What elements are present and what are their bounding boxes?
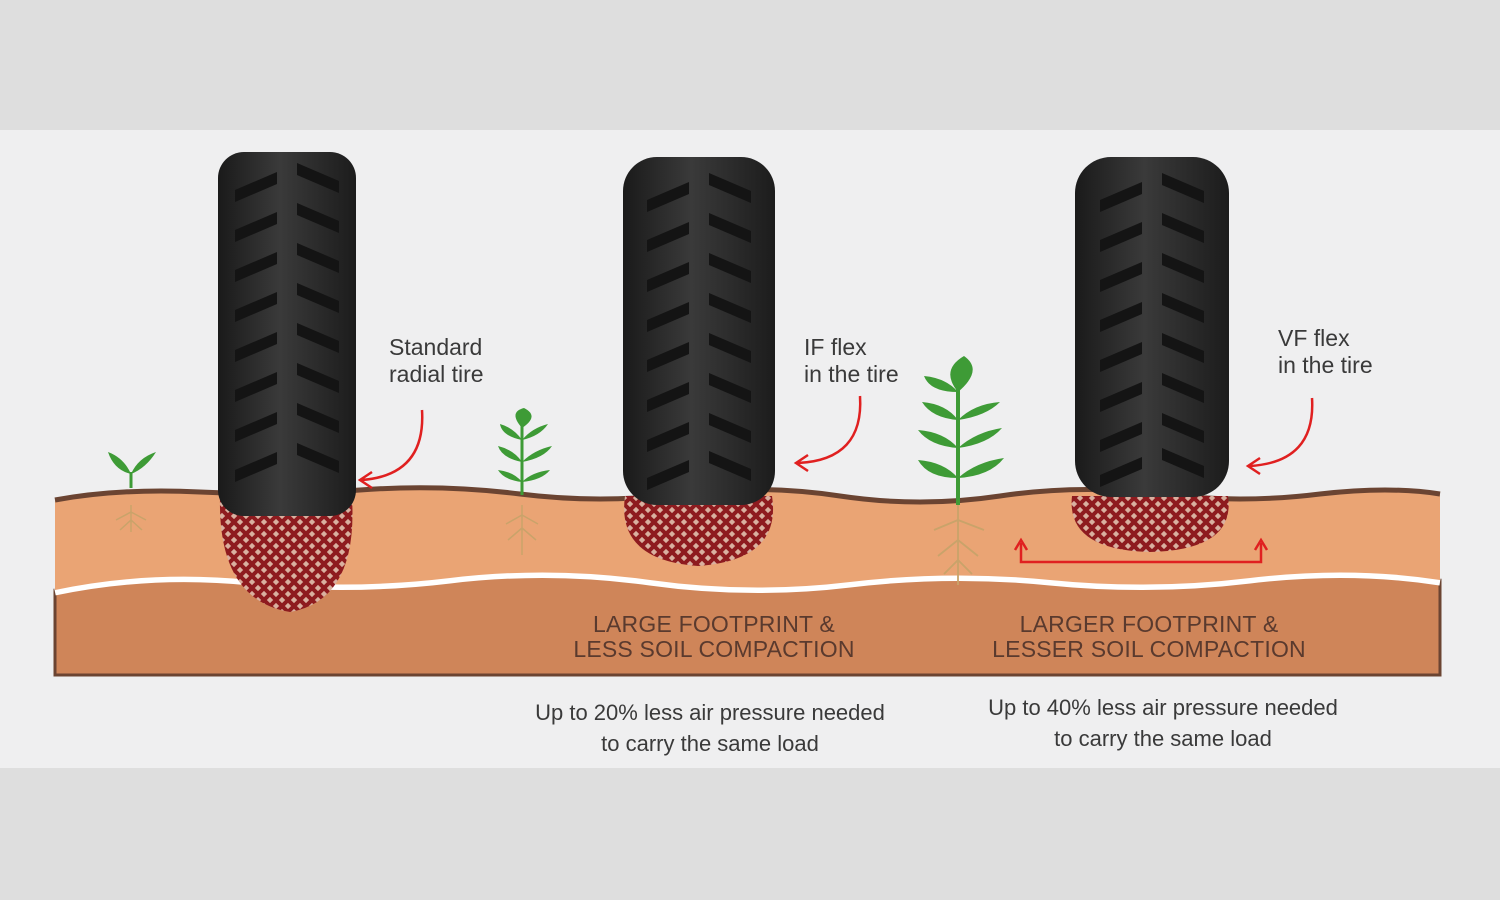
label-if-flex: IF flex in the tire <box>804 334 899 388</box>
compaction-zone-vf <box>1071 496 1229 552</box>
label-line: radial tire <box>389 361 484 387</box>
caption-line: LARGE FOOTPRINT & <box>593 611 835 637</box>
label-line: in the tire <box>1278 352 1373 378</box>
label-standard-radial-tire: Standard radial tire <box>389 334 484 388</box>
if-tire <box>623 157 775 505</box>
caption-line: LESS SOIL COMPACTION <box>573 636 855 662</box>
note-if: Up to 20% less air pressure needed to ca… <box>505 697 915 759</box>
note-line: Up to 40% less air pressure needed <box>988 695 1338 720</box>
arrow-standard <box>357 409 424 490</box>
footprint-width-arrow <box>1013 537 1269 564</box>
arrow-if <box>793 395 862 473</box>
label-vf-flex: VF flex in the tire <box>1278 325 1373 379</box>
caption-vf: LARGER FOOTPRINT & LESSER SOIL COMPACTIO… <box>972 612 1326 662</box>
arrow-vf <box>1245 397 1314 476</box>
vf-tire <box>1075 157 1229 497</box>
label-line: VF flex <box>1278 325 1350 351</box>
note-line: to carry the same load <box>601 731 819 756</box>
caption-line: LESSER SOIL COMPACTION <box>992 636 1306 662</box>
label-line: in the tire <box>804 361 899 387</box>
standard-radial-tire <box>218 152 356 516</box>
note-line: to carry the same load <box>1054 726 1272 751</box>
label-line: IF flex <box>804 334 867 360</box>
seedling-small <box>108 452 156 532</box>
compaction-zone-standard <box>219 498 353 612</box>
caption-if: LARGE FOOTPRINT & LESS SOIL COMPACTION <box>556 612 872 662</box>
note-vf: Up to 40% less air pressure needed to ca… <box>958 692 1368 754</box>
label-line: Standard <box>389 334 483 360</box>
plant-large <box>918 356 1004 585</box>
caption-line: LARGER FOOTPRINT & <box>1019 611 1279 637</box>
plant-medium <box>498 408 552 555</box>
note-line: Up to 20% less air pressure needed <box>535 700 885 725</box>
compaction-zone-if <box>624 496 774 566</box>
